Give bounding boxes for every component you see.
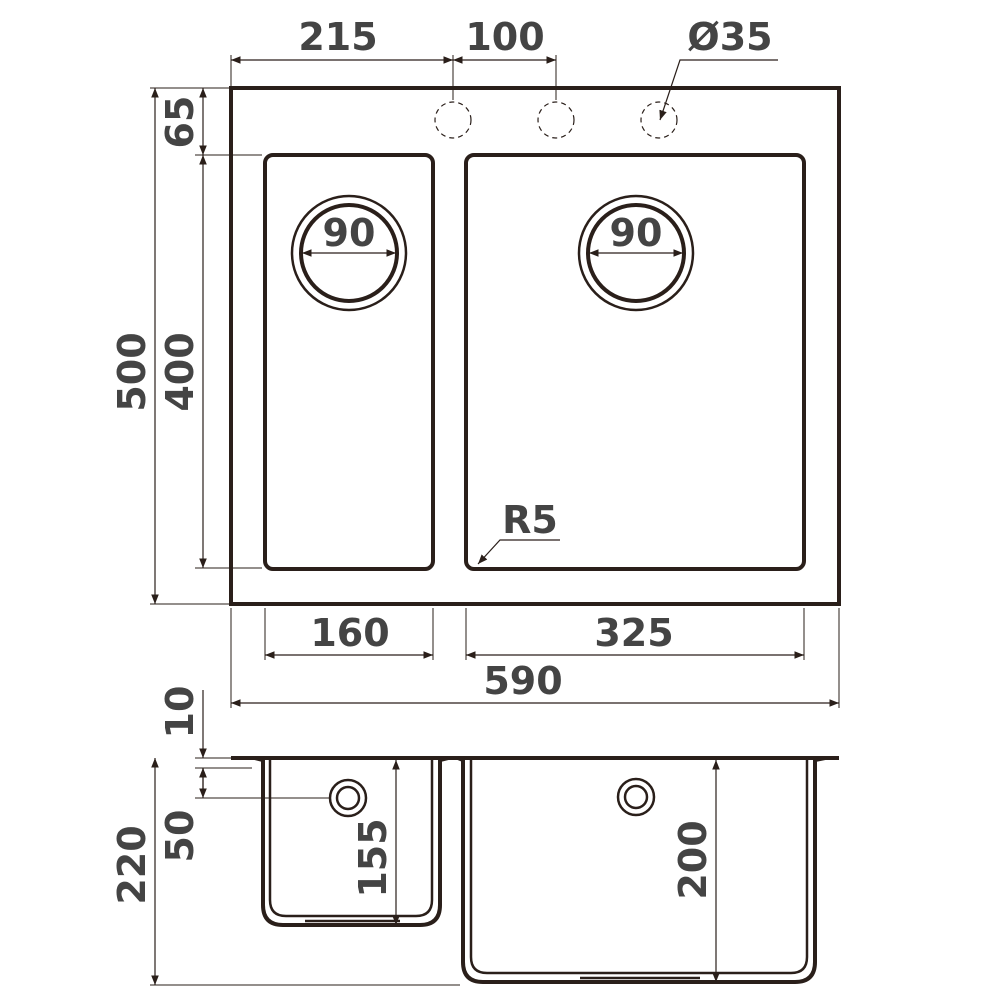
dim-total-depth-label: 500 [110,332,154,411]
dim-large-bowl-width-label: 325 [594,611,673,655]
sink-outer-outline [229,86,841,606]
dim-tap-offset-label: 215 [298,15,377,59]
tap-hole-2 [537,101,575,139]
tap-hole-3 [640,101,678,139]
dim-large-drain-label: 90 [610,211,663,255]
large-bowl-profile [457,756,826,984]
dim-small-bowl-height-label: 155 [351,818,395,897]
dim-total-height-label: 220 [110,825,154,904]
dim-small-bowl-width-label: 160 [310,611,389,655]
large-bowl-drain [577,194,695,312]
dim-hole-diameter-label: Ø35 [687,15,772,59]
top-view [150,55,841,708]
large-bowl-outline [464,153,806,571]
tap-hole-1 [434,101,472,139]
dim-large-bowl-height-label: 200 [671,820,715,899]
small-bowl-outline [263,153,435,571]
small-bowl-profile [254,756,449,927]
dim-corner-radius-label: R5 [502,498,558,542]
dim-rim-thickness-label: 10 [158,686,202,739]
side-view [150,690,839,986]
dim-back-margin-label: 65 [158,96,202,149]
dim-total-width-label: 590 [483,659,562,703]
dim-hole-spacing-label: 100 [465,15,544,59]
dim-overflow-height-label: 50 [158,810,202,863]
dim-bowl-depth-label: 400 [158,332,202,411]
dim-small-drain-label: 90 [323,211,376,255]
small-bowl-drain [290,194,408,312]
large-bowl-overflow [616,777,656,817]
small-bowl-overflow [328,778,368,818]
